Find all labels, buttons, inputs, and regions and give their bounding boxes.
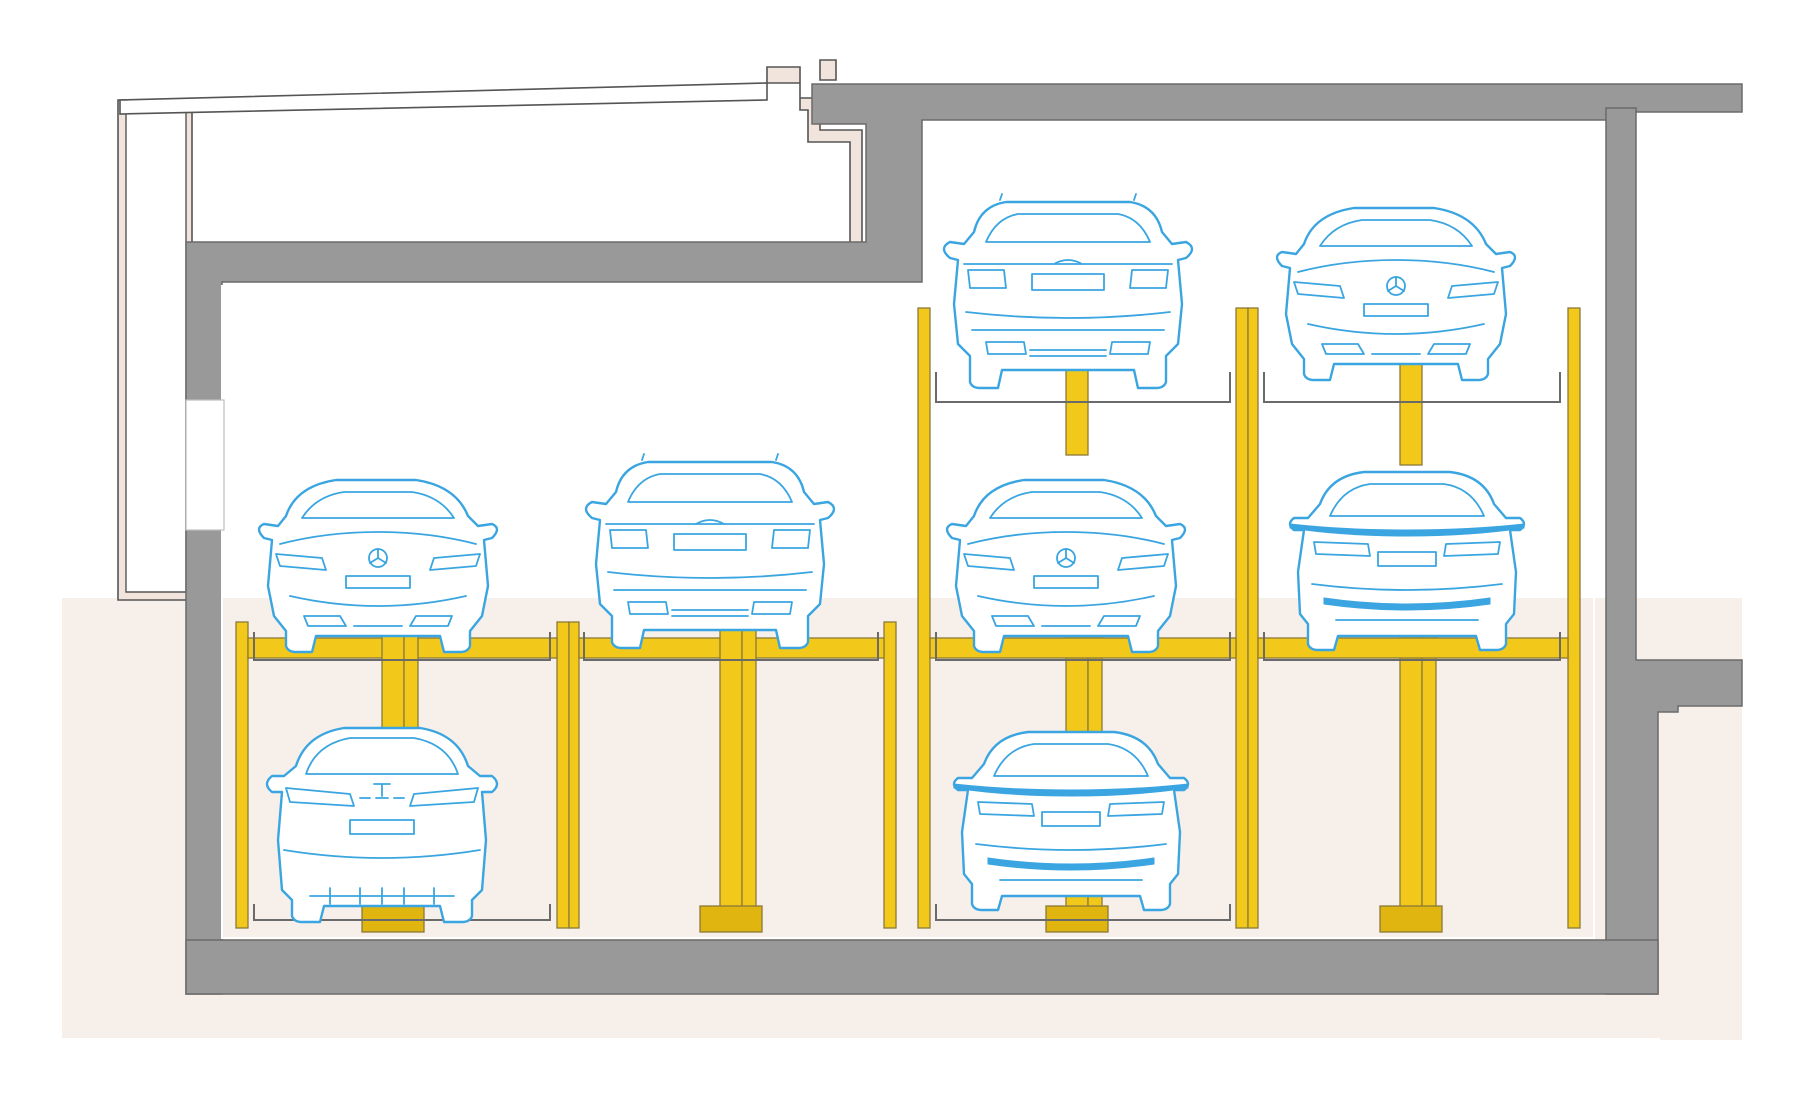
car-bay1-lower <box>265 726 499 924</box>
pallet-trays <box>253 372 1561 921</box>
car-bay4-middle <box>1288 470 1526 652</box>
car-bay1-upper <box>257 478 499 654</box>
lift-post <box>235 621 249 929</box>
lift-platform <box>929 637 1237 659</box>
car-bay3-top <box>942 192 1194 390</box>
lift-post <box>883 621 897 929</box>
car-bay3-lower <box>952 730 1190 912</box>
lift-post <box>1235 307 1249 929</box>
lift-base <box>699 905 763 933</box>
lift-post <box>1567 307 1581 929</box>
lift-column <box>1399 629 1423 921</box>
lift-column <box>719 617 743 923</box>
concrete-walls <box>185 83 1743 995</box>
lift-post <box>917 307 931 929</box>
lift-platform <box>1257 637 1569 659</box>
car-bay2-upper <box>584 452 836 650</box>
lift-post <box>568 621 580 929</box>
lift-post <box>556 621 570 929</box>
lift-post <box>1247 307 1259 929</box>
ground-fill-right <box>1660 700 1742 1040</box>
car-bay3-middle <box>945 478 1187 654</box>
car-bay4-top <box>1275 206 1517 382</box>
parking-lifts <box>235 307 1581 933</box>
lift-base <box>1379 905 1443 933</box>
lift-column <box>1399 354 1423 466</box>
